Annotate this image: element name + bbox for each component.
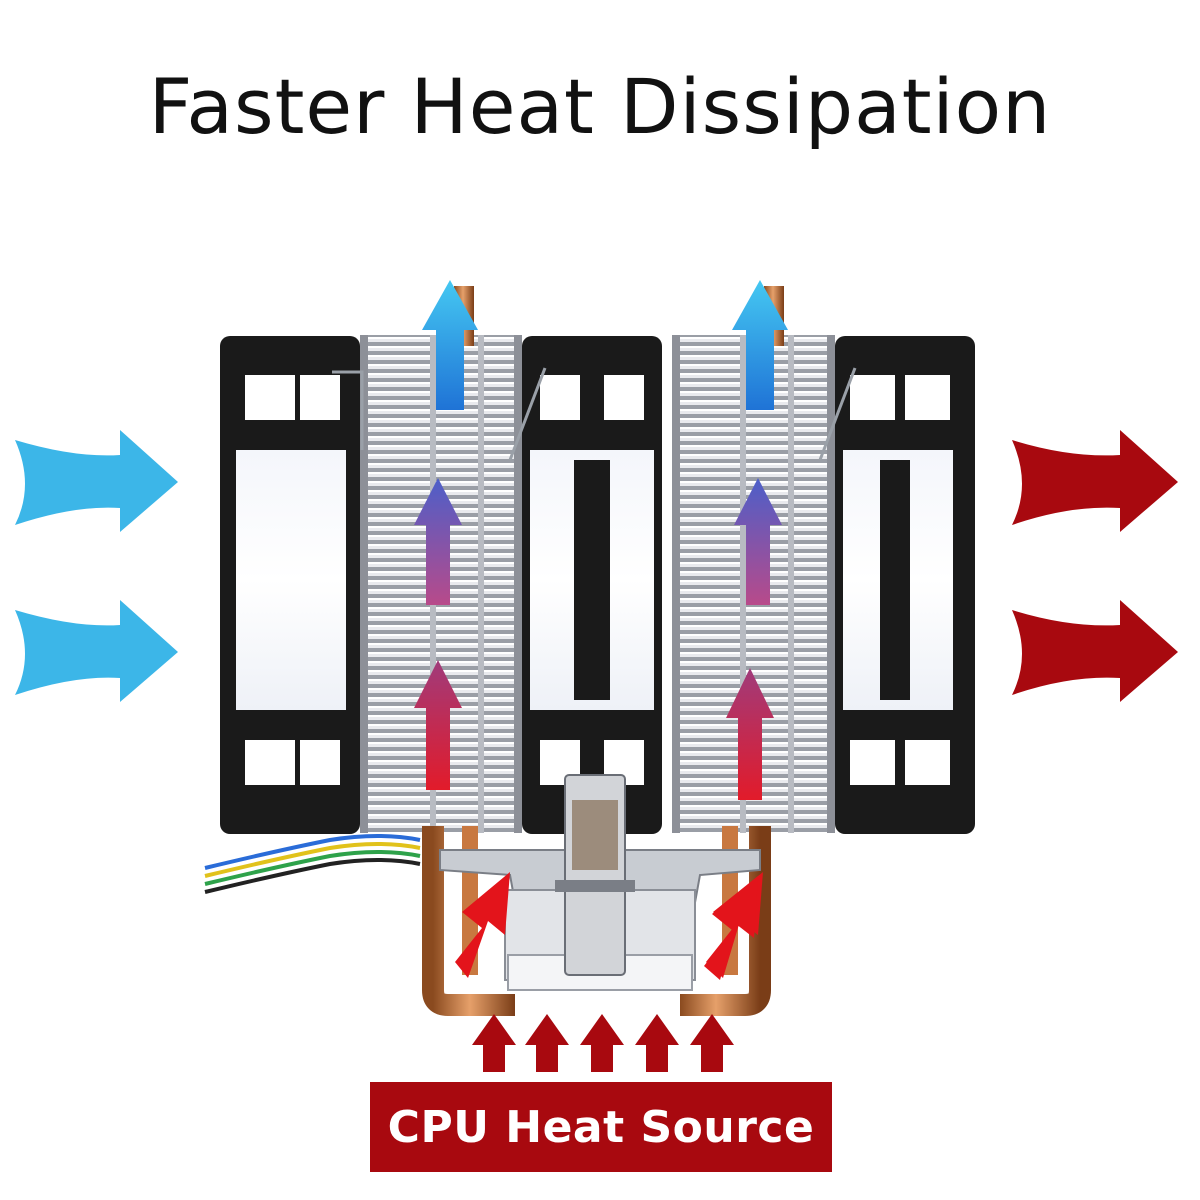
arrow-right-icon [15, 600, 178, 702]
arrow-right-icon [15, 430, 178, 532]
arrow-up-icon [704, 876, 758, 980]
arrow-up-icon [732, 280, 788, 410]
arrow-up-icon [734, 478, 782, 605]
arrow-up-icon [472, 1014, 516, 1072]
arrow-up-icon [726, 668, 774, 800]
arrow-up-icon [580, 1014, 624, 1072]
heatsink-right [672, 335, 857, 833]
arrow-up-icon [422, 280, 478, 410]
arrow-up-icon [414, 478, 462, 605]
fan-cables [204, 834, 421, 894]
banner-label: CPU Heat Source [387, 1101, 815, 1153]
arrow-up-icon [635, 1014, 679, 1072]
arrow-up-icon [525, 1014, 569, 1072]
fan-left [220, 336, 360, 834]
low-heat-arrows [414, 660, 774, 800]
heat-source-arrows [472, 1014, 734, 1072]
top-outflow-arrows [422, 280, 788, 410]
arrow-up-icon [414, 660, 462, 790]
intake-arrows [15, 430, 178, 702]
arrow-right-icon [1012, 430, 1178, 532]
arrow-up-icon [690, 1014, 734, 1072]
mid-heat-arrows [414, 478, 782, 605]
base-heat-arrows [455, 872, 763, 980]
arrow-up-icon [455, 872, 510, 978]
exhaust-arrows [1012, 430, 1178, 702]
headline-title: Faster Heat Dissipation [148, 62, 1052, 151]
fan-middle [522, 336, 662, 834]
fan-right [835, 336, 975, 834]
arrow-right-icon [1012, 600, 1178, 702]
cpu-heat-source-banner: CPU Heat Source [370, 1082, 832, 1172]
mounting-base [439, 774, 761, 991]
